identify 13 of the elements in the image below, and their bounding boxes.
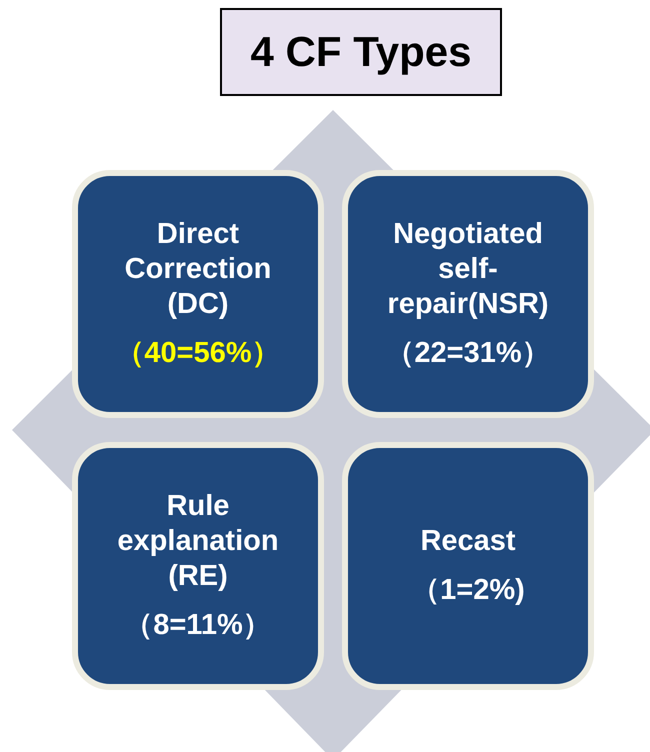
- category-box: [342, 170, 594, 418]
- category-name: Direct Correction (DC): [124, 217, 272, 322]
- category-name: Rule explanation (RE): [116, 489, 280, 594]
- category-box: [72, 442, 324, 690]
- category-name: Negotiated self-repair(NSR): [386, 217, 550, 322]
- title-box: 4 CF Types: [220, 8, 502, 96]
- count-percentage: （40=56%）: [115, 336, 281, 371]
- category-box: [342, 442, 594, 690]
- category-name: Recast: [420, 524, 516, 559]
- count-percentage: （8=11%）: [124, 608, 272, 643]
- count-percentage: （1=2%): [411, 573, 525, 608]
- category-box: [72, 170, 324, 418]
- count-percentage: （22=31%）: [385, 336, 551, 371]
